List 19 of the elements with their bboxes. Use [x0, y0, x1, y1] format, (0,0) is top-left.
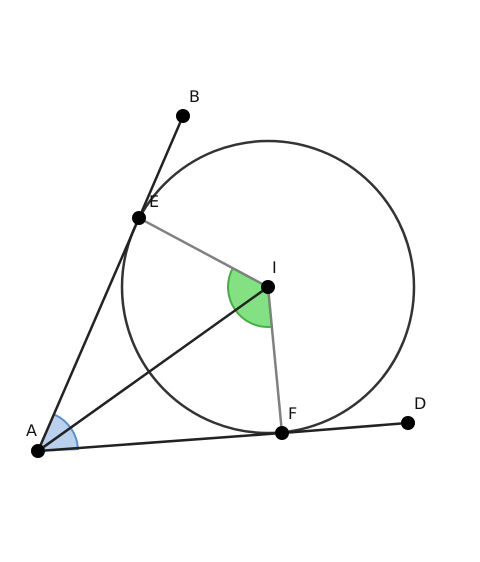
- point-dot: [132, 211, 146, 225]
- line-segment: [288, 422, 402, 434]
- line-segment: [267, 294, 283, 426]
- point-label: F: [288, 406, 298, 422]
- point-dot: [275, 426, 289, 440]
- point-dot: [31, 444, 45, 458]
- line-segment: [144, 220, 262, 285]
- point-dot: [261, 280, 275, 294]
- point-label: B: [189, 89, 200, 105]
- point-label: D: [414, 396, 426, 412]
- line-segment: [40, 224, 138, 446]
- point-label: A: [26, 423, 37, 439]
- point-dot: [176, 109, 190, 123]
- line-segment: [42, 290, 264, 448]
- point-dot: [401, 416, 415, 430]
- point-label: E: [149, 194, 160, 210]
- line-segment: [44, 432, 276, 452]
- point-label: I: [272, 260, 277, 276]
- line-segment: [140, 122, 182, 212]
